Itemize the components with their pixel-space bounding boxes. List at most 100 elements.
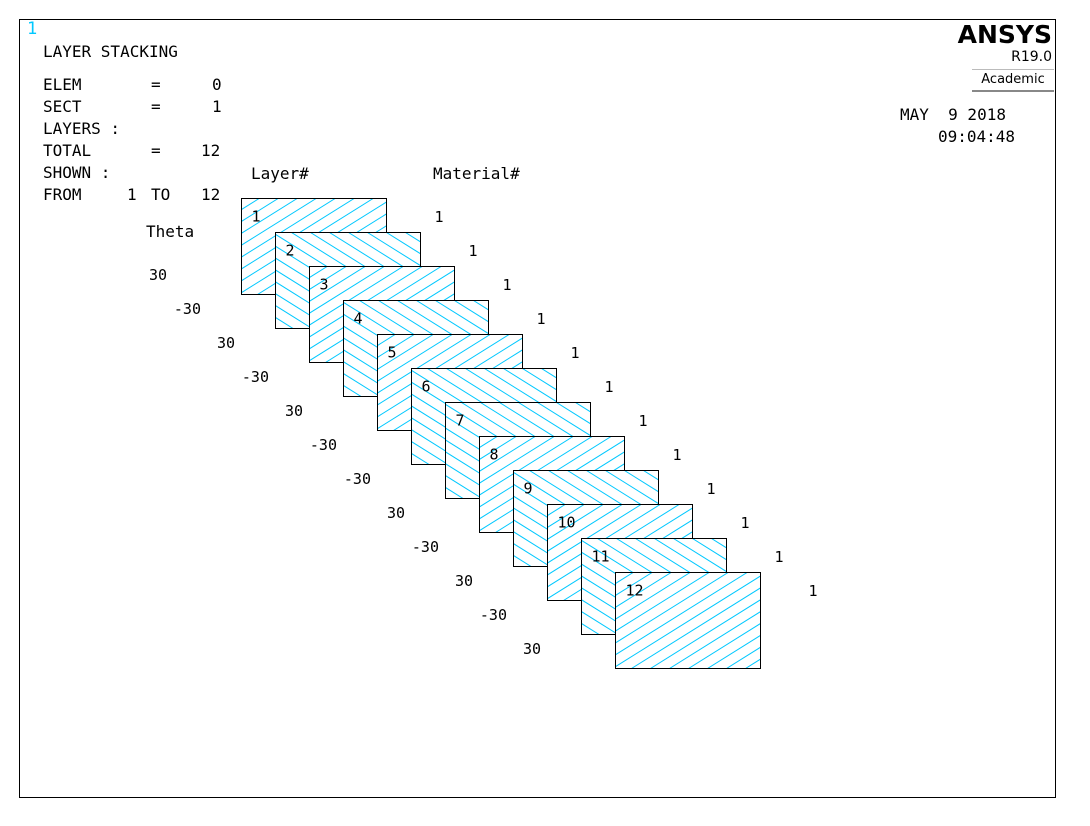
layer-number-label: 10 <box>558 514 576 532</box>
hatch-line <box>631 587 761 669</box>
ansys-logo: ANSYS R19.0 Academic <box>957 20 1056 95</box>
material-label: 1 <box>502 276 511 294</box>
hatch-line <box>309 266 385 314</box>
hatch-line <box>705 437 859 533</box>
ansys-edition: Academic <box>972 69 1054 92</box>
hatch-line <box>745 658 761 669</box>
hatch-line <box>615 572 672 608</box>
hatch-line <box>479 436 574 496</box>
total-value: 12 <box>201 141 221 160</box>
hatch-line <box>484 368 557 415</box>
plot-date: MAY 9 2018 <box>900 105 1006 124</box>
hatch-line <box>275 305 313 329</box>
total-label: TOTAL <box>43 141 92 160</box>
hatch-line <box>750 539 904 635</box>
hatch-line <box>501 233 655 329</box>
hatch-line <box>707 634 761 669</box>
hatch-line <box>241 198 260 211</box>
hatch-line <box>773 505 927 601</box>
hatch-line <box>709 403 863 499</box>
theta-label: -30 <box>344 470 371 488</box>
hatch-line <box>569 301 723 397</box>
sect-value: 1 <box>212 97 222 116</box>
theta-label: -30 <box>242 368 269 386</box>
hatch-line <box>377 334 415 358</box>
hatch-line <box>241 198 317 246</box>
layer-number-label: 6 <box>422 378 431 396</box>
layer-12: 12 <box>615 572 1033 669</box>
hatch-line <box>615 575 761 668</box>
hatch-line <box>377 334 472 394</box>
hatch-line <box>879 573 1033 669</box>
material-label: 1 <box>774 548 783 566</box>
hatch-line <box>241 198 279 222</box>
hatch-line <box>784 573 938 669</box>
hatch-line <box>675 369 829 465</box>
hatch-line <box>547 504 623 552</box>
total-equals: = <box>151 141 161 160</box>
material-label: 1 <box>672 446 681 464</box>
hatch-line <box>275 293 332 329</box>
layer-number-label: 2 <box>286 242 295 260</box>
hatch-line <box>641 335 795 431</box>
plot-title: LAYER STACKING <box>43 42 178 61</box>
to-label: TO <box>151 185 171 204</box>
hatch-line <box>777 471 931 567</box>
from-value: 1 <box>127 185 137 204</box>
theta-label: 30 <box>523 640 541 658</box>
layer-number-label: 8 <box>490 446 499 464</box>
hatch-line <box>573 267 727 363</box>
hatch-line <box>615 572 729 644</box>
hatch-line <box>547 504 604 540</box>
theta-label: 30 <box>149 266 167 284</box>
sect-label: SECT <box>43 97 82 116</box>
theta-label: -30 <box>174 300 201 318</box>
hatch-line <box>522 368 557 391</box>
hatch-line <box>615 572 653 596</box>
hatch-line <box>309 266 366 302</box>
theta-label: 30 <box>285 402 303 420</box>
hatch-line <box>603 335 757 431</box>
hatch-line <box>807 539 961 635</box>
layer-outline <box>615 572 761 669</box>
hatch-line <box>581 611 619 635</box>
hatch-line <box>518 402 591 449</box>
hatch-line <box>637 369 791 465</box>
layer-column-header: Layer# <box>251 164 309 183</box>
hatch-line <box>513 543 551 567</box>
hatch-line <box>822 573 976 669</box>
hatch-line <box>411 441 449 465</box>
hatch-line <box>826 539 980 635</box>
hatch-line <box>547 504 585 528</box>
layer-number-label: 1 <box>252 208 261 226</box>
material-column-header: Material# <box>433 164 520 183</box>
hatch-line <box>309 266 404 326</box>
hatch-line <box>547 504 642 564</box>
hatch-line <box>556 402 591 425</box>
hatch-line <box>650 599 761 669</box>
material-label: 1 <box>706 480 715 498</box>
hatch-line <box>845 539 999 635</box>
hatch-line <box>607 301 761 397</box>
material-label: 1 <box>468 242 477 260</box>
hatch-line <box>692 538 727 561</box>
hatch-line <box>669 611 761 669</box>
layer-hatch <box>615 572 1033 669</box>
material-label: 1 <box>570 344 579 362</box>
elem-label: ELEM <box>43 75 82 94</box>
hatch-line <box>386 232 421 255</box>
ansys-logo-name: ANSYS <box>957 20 1052 49</box>
hatch-line <box>739 471 893 567</box>
hatch-line <box>615 572 748 656</box>
hatch-line <box>505 199 659 295</box>
hatch-line <box>241 198 336 258</box>
layer-number-label: 12 <box>626 582 644 600</box>
hatch-line <box>537 402 591 437</box>
hatch-line <box>769 539 923 635</box>
hatch-line <box>445 463 502 499</box>
layer-background <box>615 572 761 669</box>
hatch-line <box>860 573 1014 669</box>
layers-label: LAYERS : <box>43 119 121 138</box>
theta-label: -30 <box>310 436 337 454</box>
plot-time: 09:04:48 <box>938 127 1016 146</box>
